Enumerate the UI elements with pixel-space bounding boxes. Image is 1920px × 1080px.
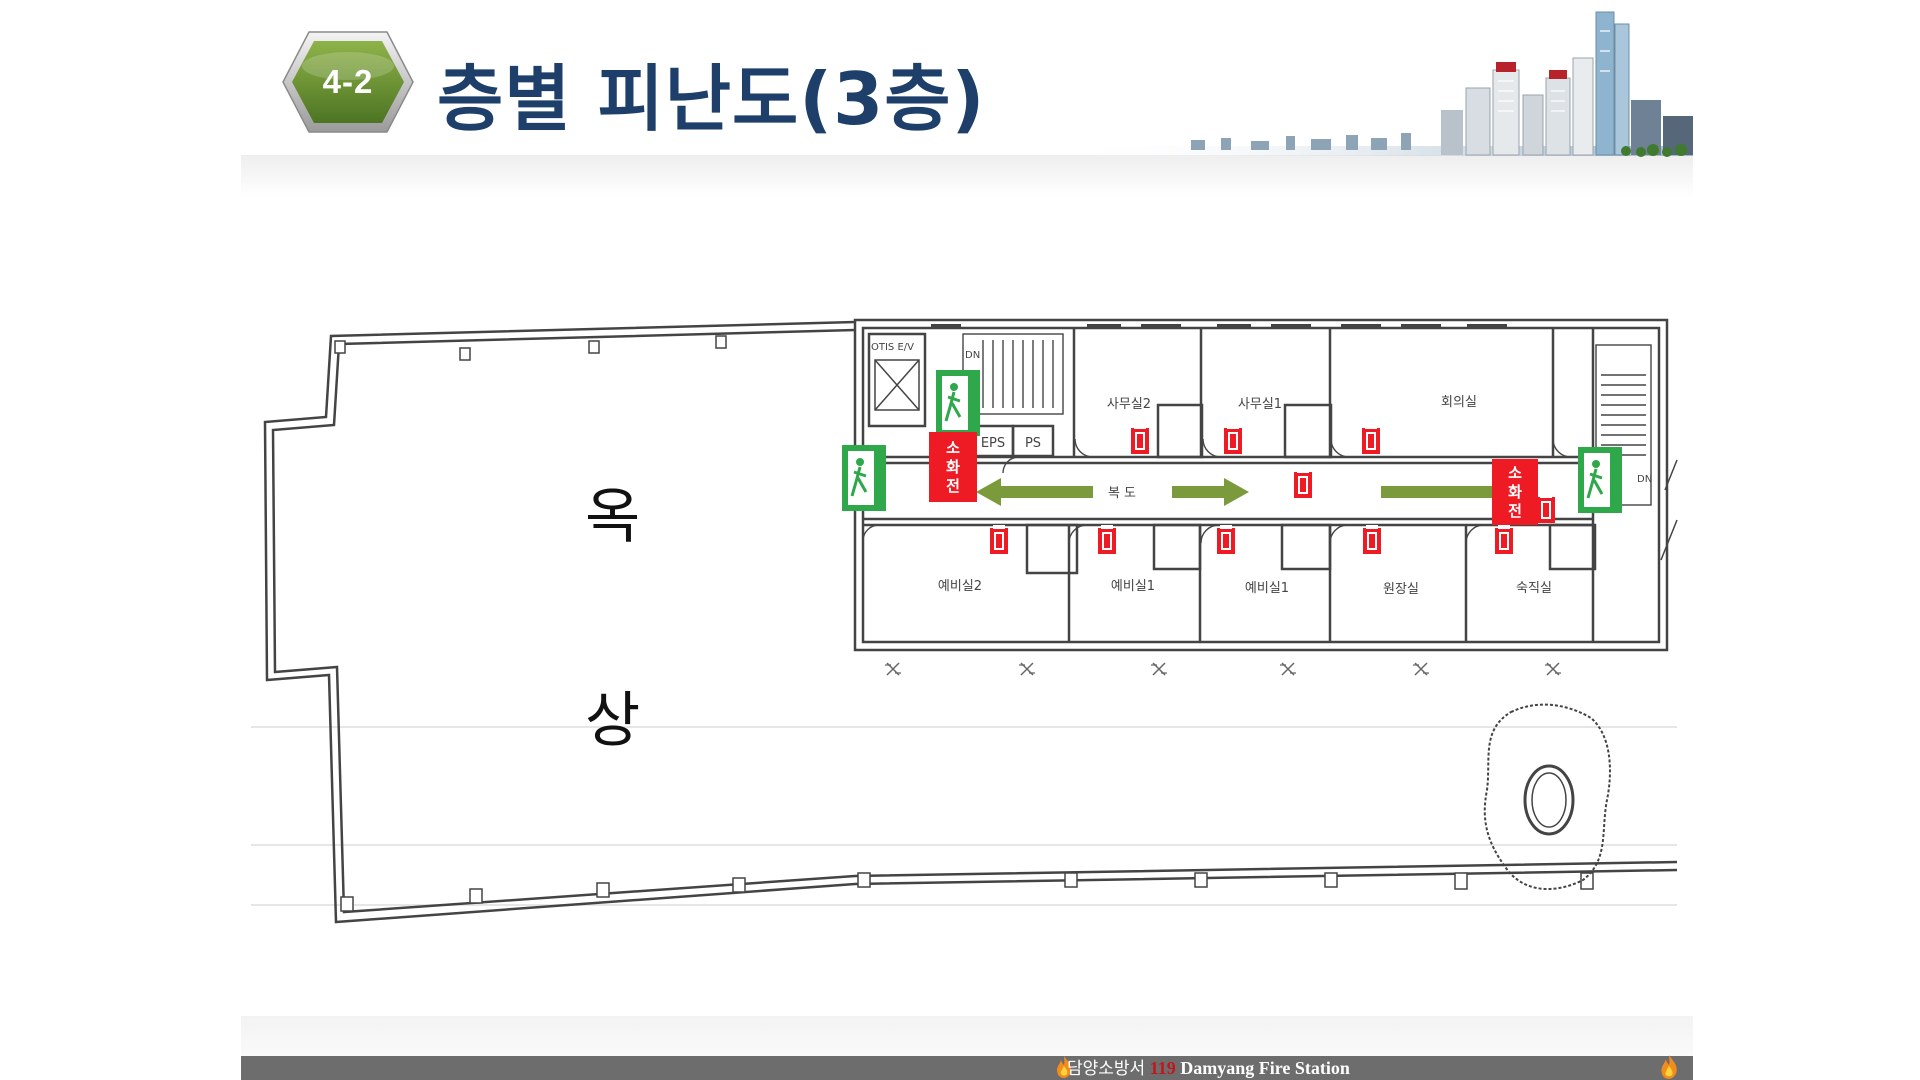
city-skyline-decoration <box>1061 11 1693 157</box>
fire-hydrant-label: 소 화 전 <box>1492 459 1538 525</box>
vent-icon <box>1279 662 1297 676</box>
room-label: 복 도 <box>1108 486 1136 501</box>
rooftop-label-char: 상 <box>585 686 641 756</box>
section-badge-icon <box>282 31 414 133</box>
hydrant-char: 화 <box>946 457 960 476</box>
footer-number: 119 <box>1149 1058 1176 1078</box>
tree-decoration <box>1483 703 1611 891</box>
hydrant-char: 소 <box>946 438 960 457</box>
footer-org-korean: 담양소방서 <box>1067 1059 1146 1079</box>
fire-extinguisher-icon <box>1362 425 1380 454</box>
stair-label: DN <box>1637 474 1652 485</box>
footer-bar <box>241 1056 1693 1080</box>
fire-extinguisher-icon <box>1224 425 1242 454</box>
evacuation-arrow-right <box>1172 478 1249 506</box>
room-label: 사무실2 <box>1107 397 1151 412</box>
slide: 4-2 층별 피난도(3층) <box>241 0 1693 1080</box>
vent-icon <box>1018 662 1036 676</box>
flame-icon <box>1057 1056 1072 1078</box>
header-band <box>241 155 1693 197</box>
hydrant-char: 화 <box>1508 482 1522 501</box>
exit-sign-icon <box>1576 445 1624 515</box>
room-label: EPS <box>981 436 1005 451</box>
fire-extinguisher-icon <box>990 525 1008 554</box>
fire-extinguisher-icon <box>1131 425 1149 454</box>
evacuation-arrow-right <box>1381 478 1525 506</box>
fire-extinguisher-icon <box>1294 469 1312 498</box>
evacuation-arrow-left <box>976 478 1093 506</box>
room-label: PS <box>1025 436 1041 451</box>
rooftop-label-char: 옥 <box>585 482 641 552</box>
fire-hydrant-label: 소 화 전 <box>929 432 977 502</box>
stair-label: DN <box>965 350 980 361</box>
flame-icon <box>1661 1055 1677 1079</box>
exit-sign-icon <box>934 368 982 438</box>
room-label: 예비실1 <box>1111 579 1155 594</box>
fire-extinguisher-icon <box>1495 525 1513 554</box>
footer-strip <box>241 1016 1693 1056</box>
vent-icon <box>884 662 902 676</box>
fire-extinguisher-icon <box>1537 494 1555 523</box>
floor-plan: 사무실2 사무실1 회의실 복 도 예비실2 예비실1 예비실1 원장실 숙직실… <box>251 318 1678 924</box>
fire-extinguisher-icon <box>1363 525 1381 554</box>
elevator-label: OTIS E/V <box>871 342 914 353</box>
vent-icon <box>1544 662 1562 676</box>
hydrant-char: 소 <box>1508 463 1522 482</box>
fire-extinguisher-icon <box>1098 525 1116 554</box>
vent-icon <box>1412 662 1430 676</box>
room-label: 예비실1 <box>1245 581 1289 596</box>
room-label: 원장실 <box>1383 582 1419 597</box>
room-label: 숙직실 <box>1516 581 1552 596</box>
room-label: 사무실1 <box>1238 397 1282 412</box>
page-title: 층별 피난도(3층) <box>437 57 986 141</box>
hydrant-char: 전 <box>1508 501 1522 520</box>
hydrant-char: 전 <box>946 476 960 495</box>
room-label: 예비실2 <box>938 579 982 594</box>
fire-extinguisher-icon <box>1217 525 1235 554</box>
section-number: 4-2 <box>322 63 374 100</box>
footer-org-english: Damyang Fire Station <box>1180 1058 1350 1078</box>
exit-sign-icon <box>840 443 888 513</box>
vent-icon <box>1150 662 1168 676</box>
room-label: 회의실 <box>1441 395 1477 410</box>
footer-text: 담양소방서 119 Damyang Fire Station <box>1067 1057 1350 1079</box>
